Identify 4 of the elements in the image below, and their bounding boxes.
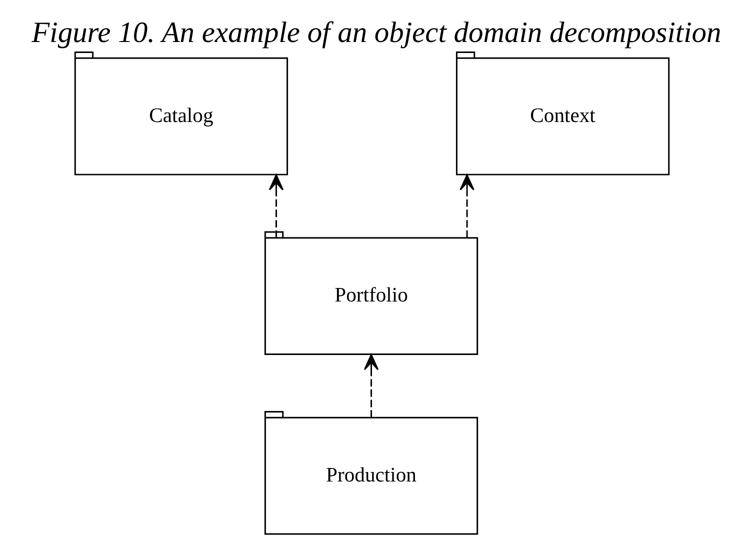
arrow — [268, 174, 284, 238]
arrow — [363, 354, 378, 418]
arrow — [459, 174, 474, 238]
diagram-title: Figure 10. An example of an object domain decomposition — [31, 16, 721, 49]
